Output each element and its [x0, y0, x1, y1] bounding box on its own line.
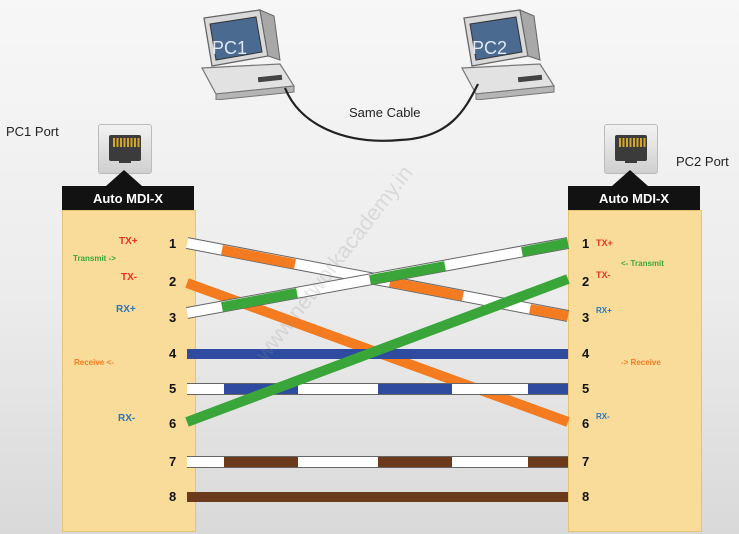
right-tx-plus-label: TX+: [596, 238, 613, 248]
left-tx-plus-label: TX+: [119, 236, 138, 247]
right-pin-1: 1: [582, 236, 590, 251]
left-rx-plus-label: RX+: [116, 304, 136, 315]
left-port-panel: [62, 210, 196, 532]
left-pin-6: 6: [169, 416, 177, 431]
left-pin-3: 3: [169, 310, 177, 325]
left-rx-minus-label: RX-: [118, 413, 136, 424]
pc2-computer-icon: [461, 9, 556, 100]
right-pin-6: 6: [582, 416, 590, 431]
right-tx-minus-label: TX-: [596, 270, 611, 280]
cable-caption: Same Cable: [349, 105, 421, 120]
left-pin-8: 8: [169, 489, 177, 504]
wire-3-to-1: [185, 237, 570, 319]
right-header-tab: [612, 170, 648, 186]
right-rx-plus-label: RX+: [596, 306, 612, 315]
left-transmit-label: Transmit ->: [73, 254, 116, 263]
left-pin-1: 1: [169, 236, 177, 251]
right-panel-header: Auto MDI-X: [568, 186, 700, 212]
right-pin-7: 7: [582, 454, 590, 469]
left-receive-label: Receive <-: [74, 358, 114, 367]
pc1-rj45-port-icon: [98, 124, 152, 174]
left-pin-4: 4: [169, 346, 177, 361]
right-rx-minus-label: RX-: [596, 412, 610, 421]
left-panel-header: Auto MDI-X: [62, 186, 194, 212]
left-pin-7: 7: [169, 454, 177, 469]
left-pin-5: 5: [169, 381, 177, 396]
right-transmit-label: <- Transmit: [621, 259, 664, 268]
right-port-panel: [568, 210, 702, 532]
pc1-port-label: PC1 Port: [6, 124, 59, 139]
pc2-port-label: PC2 Port: [676, 154, 729, 169]
left-tx-minus-label: TX-: [121, 272, 138, 283]
left-header-tab: [106, 170, 142, 186]
right-pin-8: 8: [582, 489, 590, 504]
pc2-screen-label: PC2: [472, 38, 508, 58]
right-pin-2: 2: [582, 274, 590, 289]
right-pin-3: 3: [582, 310, 590, 325]
left-pin-2: 2: [169, 274, 177, 289]
right-pin-5: 5: [582, 381, 590, 396]
pc1-screen-label: PC1: [212, 38, 248, 58]
right-receive-label: -> Receive: [621, 358, 661, 367]
pc1-computer-icon: [201, 9, 296, 100]
right-pin-4: 4: [582, 346, 590, 361]
wire-6-to-2: [185, 274, 570, 427]
